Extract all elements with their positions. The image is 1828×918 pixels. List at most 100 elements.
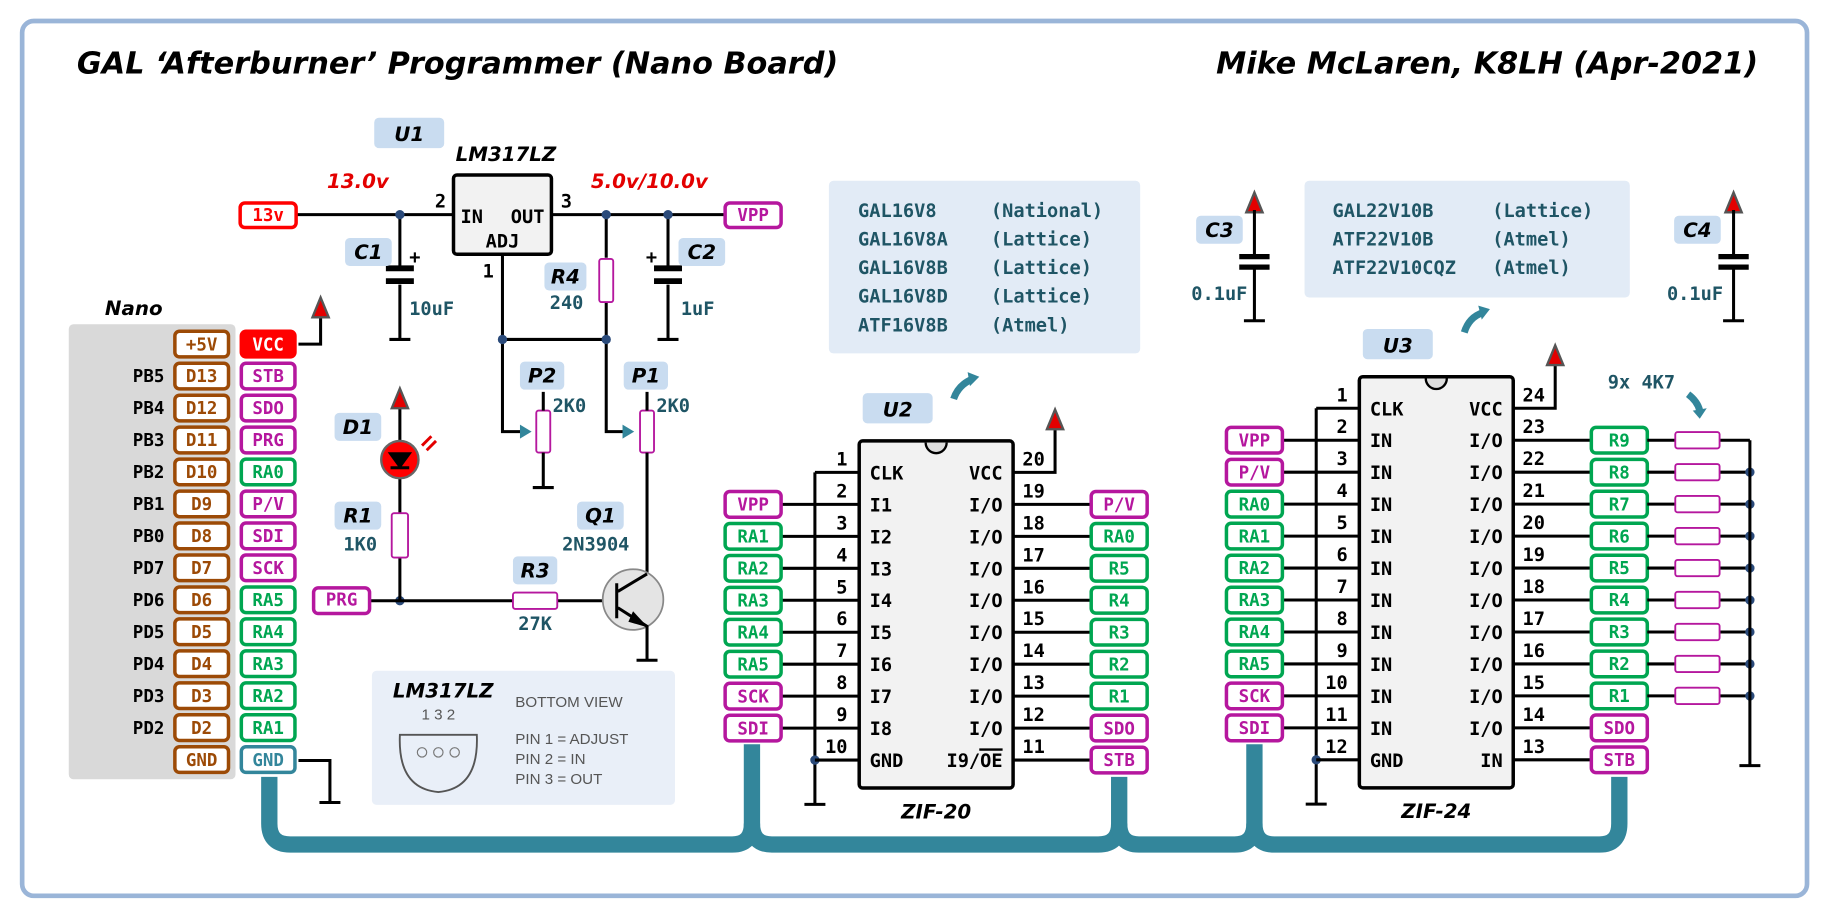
nano-pin [173,393,231,423]
u2-net-right-label: R4 [1109,591,1130,611]
lm317-pin-out: 3 [561,192,572,213]
u2-pin-number: 11 [1022,737,1044,758]
u2-pin-name: GND [870,751,904,772]
nano-signal [239,553,297,583]
led-light-icon [420,435,438,452]
u3-pin-name: I/O [1469,623,1503,644]
device-maker: (Atmel) [991,315,1070,336]
u3-net-left-label: SDI [1239,719,1271,739]
u2-pin-number: 5 [836,577,847,598]
nano-signal-label: RA0 [252,463,284,483]
q1-ref: Q1 [585,505,616,528]
u3-net-left-label: RA3 [1239,591,1271,611]
u3-net-right-label: R9 [1609,431,1630,451]
u2-net-right-label: STB [1103,751,1135,771]
nano-pin [173,553,231,583]
q1-value: 2N3904 [562,535,629,556]
r3-ref: R3 [521,559,550,582]
pinout-pin-order: 1 3 2 [422,707,456,724]
d1-ref: D1 [343,416,373,439]
u3-pin-number: 9 [1336,641,1347,662]
p2-ref-badge [519,361,565,390]
nano-pin [173,489,231,519]
pinout-line-3: PIN 3 = OUT [515,771,602,788]
pinout-line-2: PIN 2 = IN [515,751,585,768]
u2-chip-body [857,439,1015,790]
u2-vcc-arrow-icon [1045,406,1065,431]
u2-pin-name: CLK [870,463,904,484]
u3-pin-name: IN [1370,495,1392,516]
u2-net-left [723,713,783,743]
u2-net-right [1089,713,1149,743]
nano-port-label: PD4 [133,655,165,675]
device-maker: (Lattice) [991,230,1092,251]
u3-pin-name: IN [1370,655,1392,676]
u3-net-right-label: R6 [1609,527,1630,547]
u3-net-right-label: SDO [1604,719,1636,739]
u3-pin-number: 24 [1523,385,1545,406]
u3-pin-name: I/O [1469,431,1503,452]
nano-signal [239,393,297,423]
u2-net-right-label: R3 [1109,623,1130,643]
c2-polarity: + [646,248,657,269]
nano-port-label: PB3 [133,431,165,451]
r1-ref-badge [334,501,382,530]
u2-pin-name: I/O [969,527,1003,548]
nano-pin-label: D5 [191,623,212,643]
u3-ground-rail [1305,406,1360,806]
u3-ref: U3 [1383,334,1413,357]
pullup-resistor-icon [1674,558,1721,578]
u2-net-left-label: RA1 [737,527,769,547]
pullup-resistor-icon [1674,463,1721,482]
u2-net-right [1089,617,1149,647]
r1-value: 1K0 [343,535,377,556]
u2-pin-number: 3 [836,513,847,534]
c1-value: 10uF [409,299,454,320]
u3-net-left [1224,425,1285,455]
u2-pin-name: I/O [969,591,1003,612]
u3-pin-name: I/O [1469,559,1503,580]
device-part: ATF22V10B [1333,230,1434,251]
nano-pin-label: D10 [186,463,218,483]
c2-ref-badge [678,237,726,266]
nano-pin-label: D6 [191,591,212,611]
c1-ref: C1 [354,241,382,264]
u3-net-left-label: VPP [1239,431,1271,451]
u3-net-left-label: P/V [1239,463,1271,483]
nano-pin [173,681,231,711]
u2-pin-name: I/O [969,687,1003,708]
device-part: GAL22V10B [1333,201,1434,222]
regulator-section: U1 LM317LZ 13.0v 5.0v/10.0v + + IN OUT A… [238,117,783,606]
lm317-adj: ADJ [486,231,520,252]
nano-port-label: PB5 [133,367,165,387]
u2-pin-name: I9/OE [946,751,1002,772]
u3-pin-name: GND [1370,751,1404,772]
u2-pin-number: 1 [836,449,847,470]
device-part: ATF16V8B [858,315,948,336]
device-maker: (Atmel) [1492,230,1571,251]
p2-value: 2K0 [553,396,587,417]
nano-pin [173,713,231,743]
vcc-arrow-icon [310,294,331,319]
nano-pin-label: D8 [191,527,212,547]
u2-pin-number: 10 [825,737,847,758]
u3-pin-name: I/O [1469,687,1503,708]
u2-pin-name: I1 [870,495,892,516]
lm317-pin-in: 2 [435,192,446,213]
u2-pin-name: I3 [870,559,892,580]
u2-package: ZIF-20 [900,800,971,823]
u3-pin-name: IN [1370,527,1392,548]
u2-notch-icon [924,442,948,455]
nano-signal-label: SDO [252,399,284,419]
u1-part: LM317LZ [456,143,557,166]
pullup-resistor-array: 9x 4K7 [1608,372,1761,768]
nano-signal [239,649,297,679]
u2-pin-number: 4 [836,545,847,566]
d1-ref-badge [334,412,382,441]
u2-pin-number: 19 [1022,481,1044,502]
p2-wiper-arrow-icon [519,424,532,439]
u2-ref-badge [862,393,933,424]
